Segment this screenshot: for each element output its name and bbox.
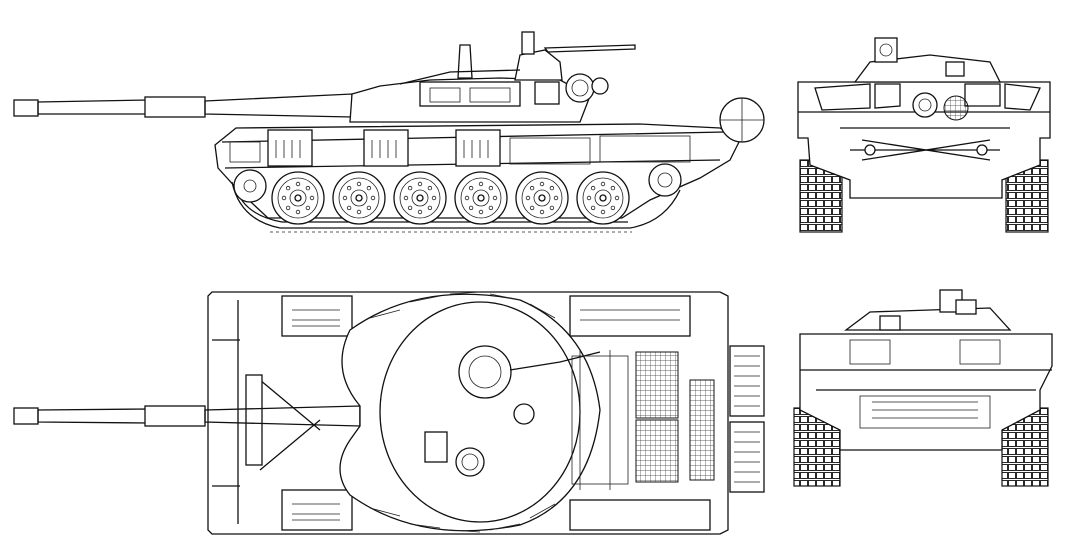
side-road-wheels bbox=[271, 171, 630, 225]
top-commander-cupola bbox=[458, 345, 512, 399]
rear-turret bbox=[844, 307, 1012, 331]
side-view bbox=[13, 31, 765, 233]
road-wheel bbox=[515, 171, 569, 225]
top-gunner-hatch bbox=[455, 447, 485, 477]
road-wheel bbox=[576, 171, 630, 225]
rear-hull bbox=[799, 333, 1053, 451]
top-engine-deck bbox=[571, 350, 715, 490]
top-view bbox=[13, 291, 765, 535]
front-gun-muzzle bbox=[912, 92, 938, 118]
engine-grille-2 bbox=[635, 419, 679, 483]
front-view bbox=[797, 37, 1051, 233]
engine-grille-1 bbox=[635, 351, 679, 419]
top-rear-drums bbox=[729, 345, 765, 493]
side-rear-drum bbox=[719, 97, 765, 143]
road-wheel bbox=[332, 171, 386, 225]
road-wheel bbox=[454, 171, 508, 225]
front-hull bbox=[797, 81, 1051, 199]
engine-grille-3 bbox=[689, 379, 715, 481]
road-wheel bbox=[271, 171, 325, 225]
side-turret bbox=[349, 31, 636, 123]
top-turret bbox=[339, 291, 601, 533]
front-grille-circle bbox=[943, 95, 969, 121]
side-gun-barrel bbox=[13, 93, 353, 118]
rear-view bbox=[793, 289, 1053, 487]
front-cupola bbox=[874, 37, 898, 63]
side-running-gear bbox=[231, 163, 682, 233]
road-wheel bbox=[393, 171, 447, 225]
